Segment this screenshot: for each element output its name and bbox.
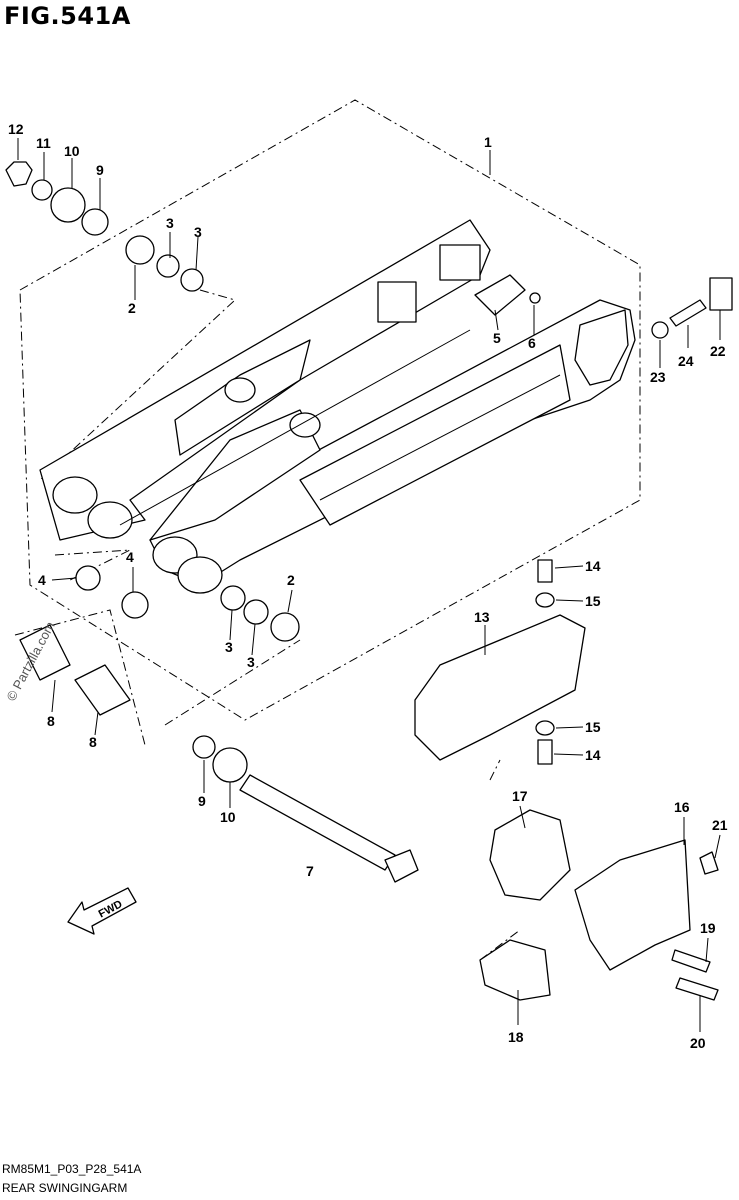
leader-lines bbox=[17, 138, 721, 1032]
callout-3: 3 bbox=[225, 639, 233, 655]
guide-17 bbox=[489, 809, 571, 901]
hardware-parts bbox=[5, 161, 733, 1001]
callout-21: 21 bbox=[712, 817, 728, 833]
bearing-10 bbox=[50, 187, 86, 223]
callout-13: 13 bbox=[474, 609, 490, 625]
callout-24: 24 bbox=[678, 353, 694, 369]
bolt-20 bbox=[675, 977, 719, 1001]
pivot-bolt-7 bbox=[239, 774, 396, 871]
bearing-3a bbox=[156, 254, 180, 278]
washer-11 bbox=[31, 179, 53, 201]
callout-19: 19 bbox=[700, 920, 716, 936]
hidden-line bbox=[489, 759, 501, 781]
callout-8: 8 bbox=[47, 713, 55, 729]
callout-4: 4 bbox=[38, 572, 46, 588]
callout-6: 6 bbox=[528, 335, 536, 351]
callout-15: 15 bbox=[585, 719, 601, 735]
callout-3: 3 bbox=[166, 215, 174, 231]
guide-18 bbox=[479, 939, 551, 1001]
assembly-outline bbox=[19, 99, 641, 721]
hidden-line bbox=[164, 639, 301, 726]
callout-22: 22 bbox=[710, 343, 726, 359]
bolt-14a bbox=[537, 559, 553, 583]
nut-12 bbox=[5, 161, 33, 187]
callout-12: 12 bbox=[8, 121, 24, 137]
collar-2b bbox=[270, 612, 300, 642]
washer-23 bbox=[651, 321, 669, 339]
bolt-19 bbox=[671, 949, 711, 973]
hidden-line bbox=[39, 289, 236, 481]
chain-slider-13 bbox=[414, 614, 586, 761]
callout-11: 11 bbox=[36, 135, 51, 151]
callout-2: 2 bbox=[287, 572, 295, 588]
seal-4a bbox=[75, 565, 101, 591]
callout-3: 3 bbox=[247, 654, 255, 670]
callout-3: 3 bbox=[194, 224, 202, 240]
rear-swingarm-diagram: FWD 1 2 bbox=[3, 99, 733, 1051]
callout-15: 15 bbox=[585, 593, 601, 609]
callout-5: 5 bbox=[493, 330, 501, 346]
callout-14: 14 bbox=[585, 747, 601, 763]
plate-5 bbox=[474, 274, 526, 316]
callout-17: 17 bbox=[512, 788, 528, 804]
callout-1: 1 bbox=[484, 134, 492, 150]
bolt-24 bbox=[669, 299, 707, 327]
callout-16: 16 bbox=[674, 799, 690, 815]
bolt-14b bbox=[537, 739, 553, 765]
swingarm bbox=[39, 219, 636, 594]
callout-4: 4 bbox=[126, 549, 134, 565]
washer-9b bbox=[192, 735, 216, 759]
callout-2: 2 bbox=[128, 300, 136, 316]
fwd-arrow: FWD bbox=[67, 887, 137, 935]
bearing-10b bbox=[212, 747, 248, 783]
bearing-3d bbox=[243, 599, 269, 625]
nut-22 bbox=[709, 277, 733, 311]
collar-8a bbox=[19, 624, 71, 681]
bearing-3b bbox=[180, 268, 204, 292]
bolt-head-7 bbox=[384, 849, 419, 883]
figure-title: FIG.541A bbox=[4, 2, 131, 30]
callout-10: 10 bbox=[64, 143, 80, 159]
callout-8: 8 bbox=[89, 734, 97, 750]
callout-7: 7 bbox=[306, 863, 314, 879]
callout-10: 10 bbox=[220, 809, 236, 825]
figure-caption: REAR SWINGINGARM bbox=[2, 1181, 128, 1195]
collar-15a bbox=[535, 592, 555, 608]
washer-9 bbox=[81, 208, 109, 236]
callout-14: 14 bbox=[585, 558, 601, 574]
callout-18: 18 bbox=[508, 1029, 524, 1045]
seal-4b bbox=[121, 591, 149, 619]
callouts: 1 2 3 3 12 11 10 9 5 6 22 24 23 4 4 2 3 … bbox=[8, 121, 728, 1051]
collar-15b bbox=[535, 720, 555, 736]
callout-9: 9 bbox=[198, 793, 206, 809]
callout-23: 23 bbox=[650, 369, 666, 385]
collar-8b bbox=[74, 664, 131, 716]
callout-20: 20 bbox=[690, 1035, 706, 1051]
bracket-16 bbox=[574, 839, 691, 971]
callout-9: 9 bbox=[96, 162, 104, 178]
figure-code: RM85M1_P03_P28_541A bbox=[2, 1162, 142, 1176]
collar-2 bbox=[125, 235, 155, 265]
bearing-3c bbox=[220, 585, 246, 611]
screw-6 bbox=[529, 292, 541, 304]
bolt-21 bbox=[699, 851, 719, 875]
